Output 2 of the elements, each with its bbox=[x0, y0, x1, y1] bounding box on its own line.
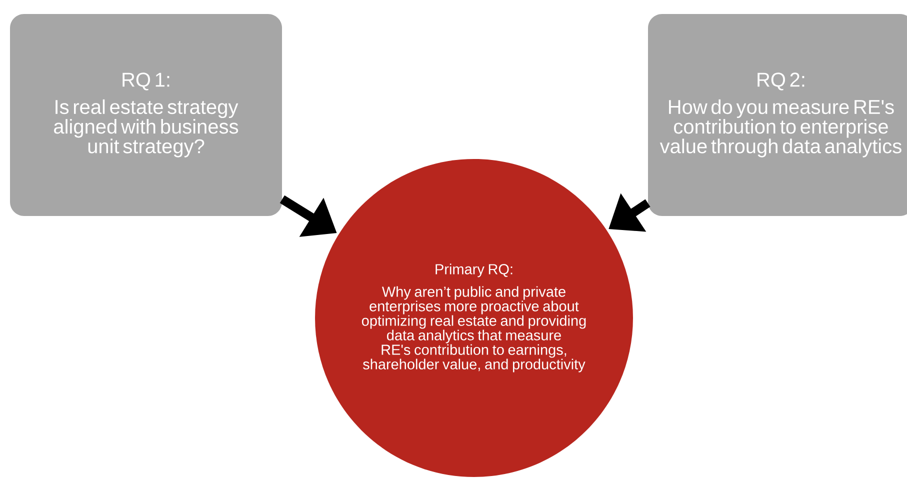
question-box: RQ 2: How do you measure RE's contribution to enterprise value through data analytics bbox=[648, 14, 907, 216]
question-box: RQ 1: Is real estate strategy aligned with business unit strategy? bbox=[10, 14, 282, 216]
